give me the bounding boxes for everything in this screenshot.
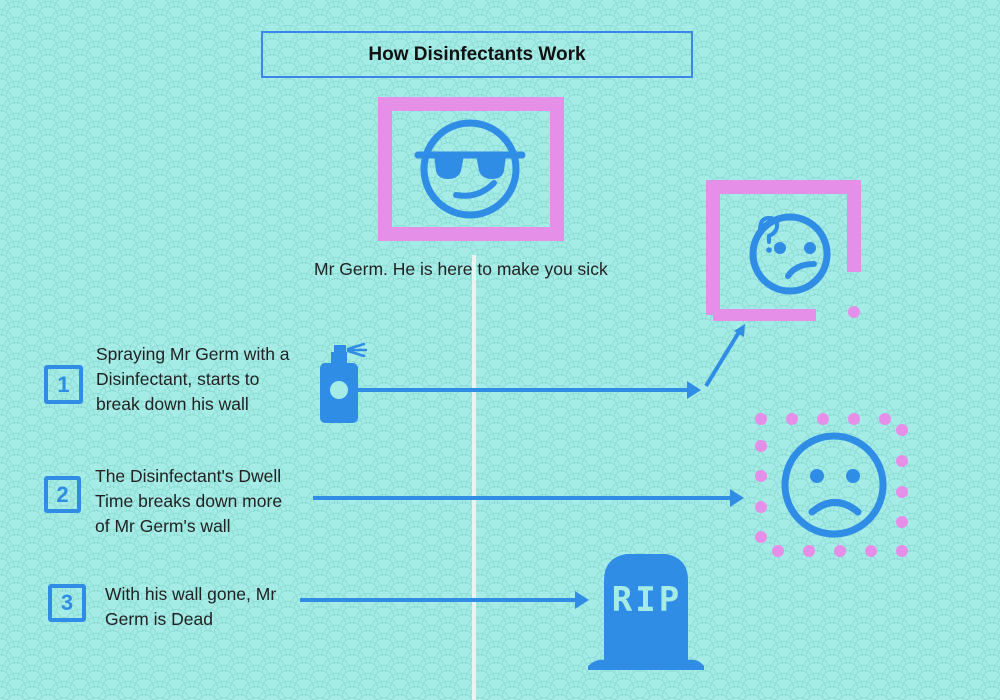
wall-partial <box>706 180 861 315</box>
step-2-number: 2 <box>44 476 81 513</box>
step-1-number: 1 <box>44 365 83 404</box>
germ-caption: Mr Germ. He is here to make you sick <box>314 259 608 279</box>
spray-can-icon <box>320 342 368 423</box>
tombstone-label: RIP <box>611 580 683 620</box>
confused-germ-face-icon <box>749 213 831 295</box>
sad-germ-face-icon <box>781 432 887 538</box>
step-1-text: Spraying Mr Germ with a Disinfectant, st… <box>96 344 290 414</box>
step-1-arrow <box>355 324 745 399</box>
diagram-title: How Disinfectants Work <box>261 31 693 78</box>
timeline-divider <box>472 255 476 700</box>
wall-remnants <box>755 413 908 557</box>
germ-full-wall <box>378 97 564 241</box>
step-3-number: 3 <box>48 584 86 622</box>
step-2-text: The Disinfectant's Dwell Time breaks dow… <box>95 466 283 536</box>
germ-dotted-wall <box>755 413 908 557</box>
step-2-arrow <box>313 489 744 507</box>
step-3-arrow <box>300 591 589 609</box>
step-3-text: With his wall gone, Mr Germ is Dead <box>105 584 277 629</box>
wall-full <box>378 97 564 241</box>
germ-broken-wall <box>706 180 861 321</box>
cool-germ-face-icon <box>414 119 526 219</box>
tombstone-icon <box>588 554 704 670</box>
